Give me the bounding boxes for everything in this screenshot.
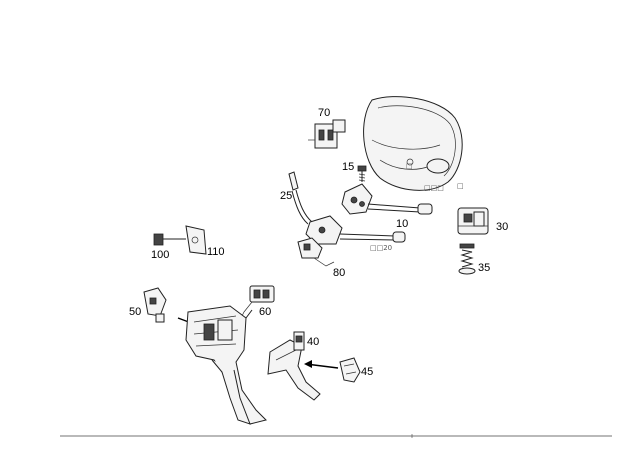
mark-c: □□20 bbox=[370, 244, 392, 252]
part-10-combination-switch[interactable] bbox=[341, 183, 433, 215]
callout-25: 25 bbox=[280, 190, 292, 202]
part-20-switch[interactable] bbox=[305, 215, 406, 245]
callout-110: 110 bbox=[207, 246, 225, 258]
callout-70: 70 bbox=[318, 107, 330, 119]
steering-wheel[interactable] bbox=[363, 96, 463, 191]
part-35-spring[interactable] bbox=[458, 243, 476, 275]
callout-10: 10 bbox=[396, 218, 408, 230]
callout-30: 30 bbox=[496, 221, 508, 233]
part-50-switch[interactable] bbox=[143, 287, 167, 323]
part-25-lever[interactable] bbox=[288, 171, 313, 225]
part-40-switch[interactable] bbox=[293, 331, 305, 351]
part-100-bolt[interactable] bbox=[153, 233, 186, 246]
callout-60: 60 bbox=[259, 306, 271, 318]
part-30-housing[interactable] bbox=[457, 207, 489, 235]
callout-35: 35 bbox=[478, 262, 490, 274]
callout-45: 45 bbox=[361, 366, 373, 378]
part-110-bracket[interactable] bbox=[185, 225, 207, 255]
callout-80: 80 bbox=[333, 267, 345, 279]
part-70-connector[interactable] bbox=[308, 119, 346, 149]
arrowhead-45 bbox=[304, 360, 312, 368]
callout-15: 15 bbox=[342, 161, 354, 173]
mark-a: □□□ bbox=[424, 184, 444, 192]
part-45-clip[interactable] bbox=[339, 357, 361, 383]
callout-100: 100 bbox=[151, 249, 169, 261]
mark-b: □ bbox=[406, 162, 413, 170]
part-15-screw[interactable] bbox=[357, 165, 367, 182]
part-80-switch[interactable] bbox=[297, 237, 335, 267]
callout-40: 40 bbox=[307, 336, 319, 348]
callout-50: 50 bbox=[129, 306, 141, 318]
mark-d: □ bbox=[457, 182, 464, 190]
pedal-assembly[interactable] bbox=[185, 305, 267, 425]
